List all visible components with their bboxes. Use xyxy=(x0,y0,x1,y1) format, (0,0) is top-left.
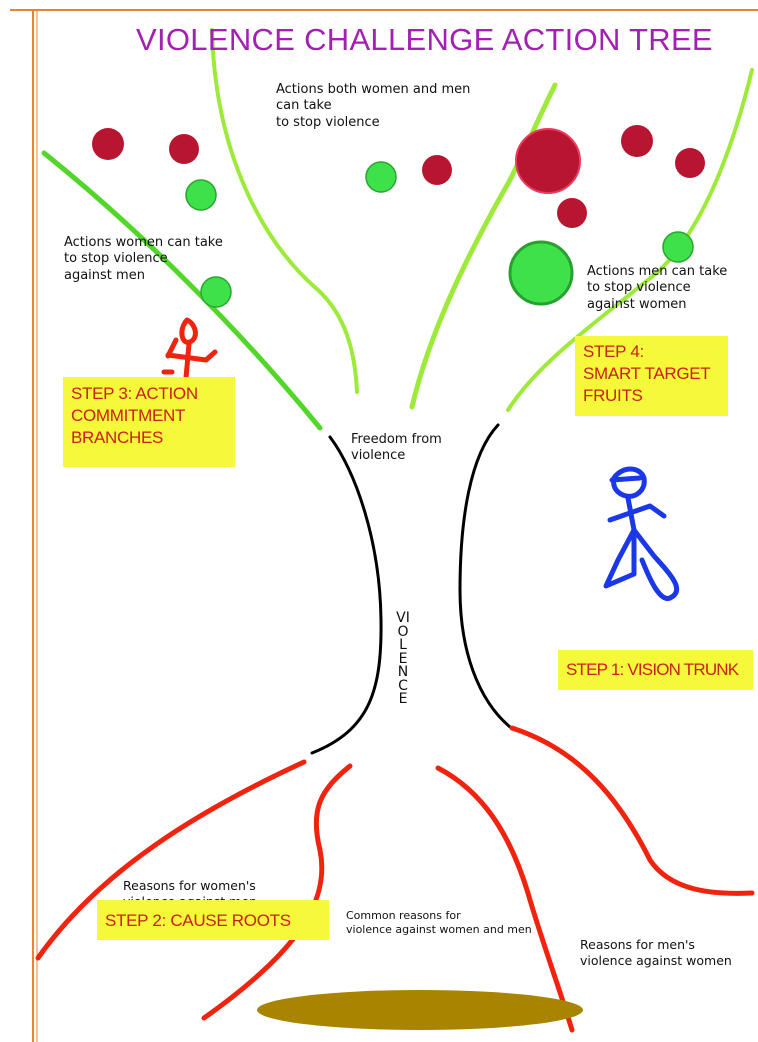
women-actions-label: Actions women can take to stop violence … xyxy=(64,235,223,283)
branch-center-right xyxy=(409,82,558,410)
branch-center-left xyxy=(210,28,359,394)
men-reasons-label: Reasons for men's violence against women xyxy=(580,937,732,968)
fruit-red xyxy=(675,148,705,178)
root-center-left xyxy=(201,763,353,1021)
page-title: VIOLENCE CHALLENGE ACTION TREE xyxy=(136,22,713,57)
fruit-red xyxy=(557,198,587,228)
trunk-right-edge xyxy=(458,423,512,729)
root-right xyxy=(509,725,755,896)
step1-box: STEP 1: VISION TRUNK xyxy=(558,650,753,690)
step2-box: STEP 2: CAUSE ROOTS xyxy=(97,900,329,940)
man-figure xyxy=(603,466,680,601)
trunk-left-edge xyxy=(310,435,383,755)
fruit-red xyxy=(621,125,653,157)
both-actions-label: Actions both women and men can take to s… xyxy=(276,82,471,130)
fruit-red xyxy=(422,155,452,185)
branch-right xyxy=(506,68,754,412)
ground-soil xyxy=(257,990,583,1030)
men-actions-label: Actions men can take to stop violence ag… xyxy=(587,264,728,312)
fruit-green xyxy=(662,231,694,263)
fruit-red xyxy=(92,128,124,160)
common-reasons-label: Common reasons for violence against wome… xyxy=(346,909,532,936)
fruit-green xyxy=(365,161,397,193)
trunk-violence-label: VIOLENCE xyxy=(396,610,410,707)
fruit-red xyxy=(515,128,581,194)
step4-box: STEP 4: SMART TARGET FRUITS xyxy=(575,336,728,416)
freedom-label: Freedom from violence xyxy=(351,432,442,464)
root-center-right xyxy=(435,765,575,1033)
branch-left-long xyxy=(41,150,323,431)
fruit-green xyxy=(508,240,574,306)
fruit-red xyxy=(169,134,199,164)
fruit-green xyxy=(200,276,232,308)
step3-box: STEP 3: ACTION COMMITMENT BRANCHES xyxy=(63,377,235,467)
fruit-green xyxy=(185,179,217,211)
root-left xyxy=(35,759,307,961)
